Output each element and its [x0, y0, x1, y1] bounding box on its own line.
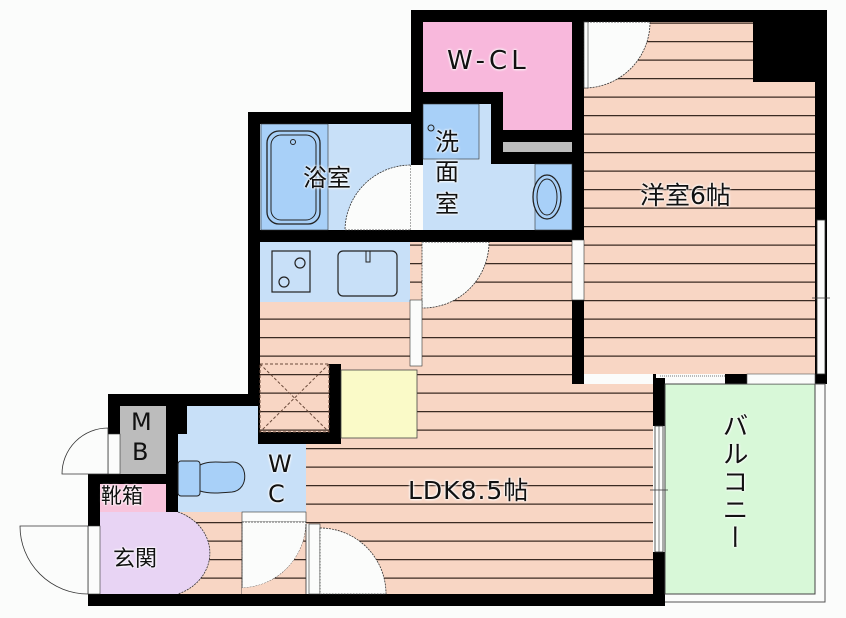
label-washroom-2: 面: [435, 158, 459, 186]
label-bathroom: 浴室: [303, 164, 351, 192]
storage-yellow: [340, 369, 418, 439]
label-entrance: 玄関: [113, 547, 158, 572]
meter-box: [120, 406, 166, 474]
label-balcony: バルコニー: [718, 412, 748, 552]
label-washroom-3: 室: [435, 190, 459, 218]
label-wcl: W-CL: [447, 46, 530, 76]
label-mb-m: M: [131, 408, 152, 436]
label-washroom-1: 洗: [435, 128, 459, 156]
label-mb-b: B: [132, 438, 149, 466]
room-balcony: [664, 383, 816, 595]
room-ldk: [260, 242, 653, 594]
label-western-room: 洋室6帖: [640, 181, 731, 210]
label-shoe-box: 靴箱: [101, 484, 143, 508]
label-ldk: LDK8.5帖: [408, 476, 530, 505]
shoe-box: [100, 484, 166, 512]
room-wcl: [423, 22, 572, 130]
label-wc-c: C: [268, 480, 285, 508]
room-western: [584, 22, 815, 374]
room-entrance: [100, 512, 210, 594]
label-wc-w: W: [268, 450, 292, 478]
